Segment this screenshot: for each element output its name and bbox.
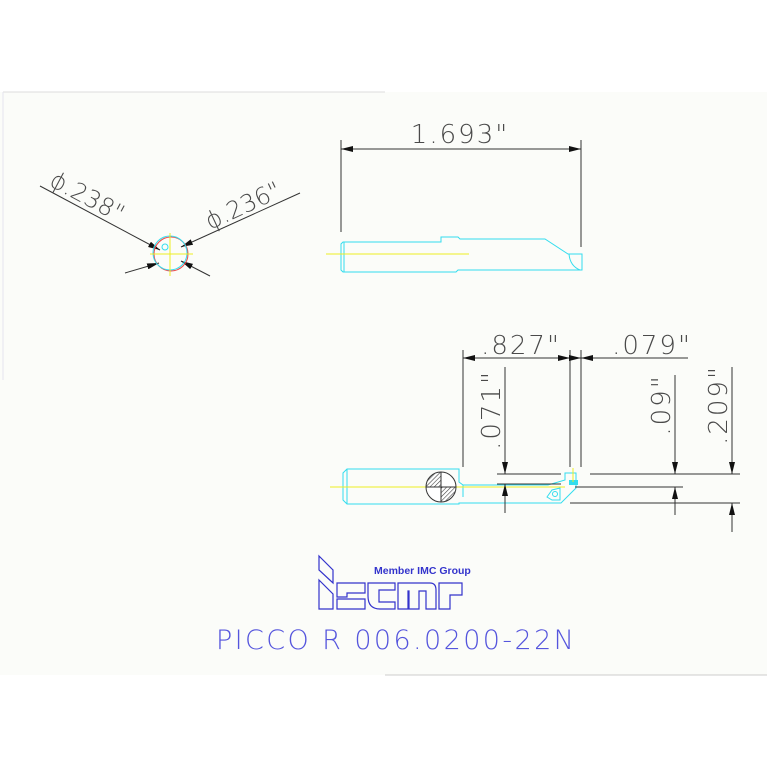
sheet-area <box>0 92 767 675</box>
coolant-hole <box>161 243 169 251</box>
dim-label-827: .827" <box>481 331 561 361</box>
dim-label-209: .209" <box>704 365 734 445</box>
bottom-view: .827" .079" .071" .09" .209" <box>330 331 740 532</box>
cutting-edge <box>569 480 578 485</box>
tool-outline-side <box>340 236 583 273</box>
logo-c <box>367 582 396 610</box>
dim-label-079: .079" <box>612 331 692 361</box>
iscar-logo: Member IMC Group <box>318 554 471 610</box>
dim-leader-236-b <box>124 262 160 274</box>
dim-leader-236 <box>180 192 301 248</box>
side-view: 1.693" <box>326 120 583 273</box>
logo-s <box>336 582 366 610</box>
insert-pocket <box>546 487 561 501</box>
part-number-title: PICCO R 006.0200-22N <box>216 625 576 656</box>
dim-label-071: .071" <box>477 370 507 450</box>
logo-i-bottom <box>318 578 334 610</box>
dim-label-length: 1.693" <box>411 120 509 150</box>
tip-arc <box>568 253 581 271</box>
logo-r <box>438 582 463 610</box>
insert-hole <box>552 491 558 497</box>
section-hatch-2 <box>441 487 456 502</box>
dim-label-09: .09" <box>647 374 677 435</box>
logo-i-top <box>318 554 334 585</box>
logo-m <box>397 582 437 610</box>
logo-tagline: Member IMC Group <box>374 565 471 577</box>
section-hatch-1 <box>426 472 441 487</box>
dim-leader-238 <box>39 185 161 251</box>
dim-leader-238-b <box>180 260 211 277</box>
